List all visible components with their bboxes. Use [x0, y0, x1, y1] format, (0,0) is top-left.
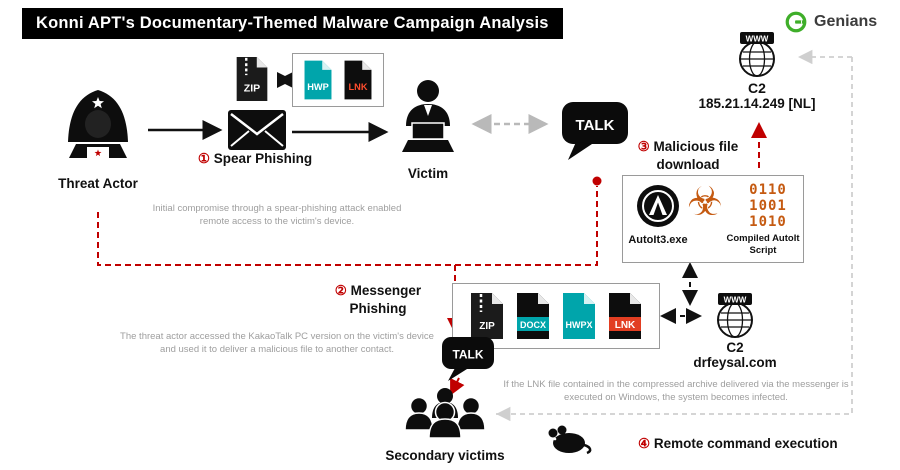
hwpx-file-icon: HWPX	[563, 293, 595, 339]
page-title: Konni APT's Documentary-Themed Malware C…	[22, 8, 563, 39]
step3-text: Malicious file download	[653, 139, 739, 172]
zip-file-label: ZIP	[244, 82, 260, 94]
victim-icon	[396, 78, 460, 169]
step3-label: ③ Malicious file download	[628, 138, 748, 173]
step4-label: ④ Remote command execution	[638, 435, 868, 453]
brand-logo: Genians	[784, 10, 877, 34]
talk-bubble-label: TALK	[576, 117, 615, 134]
envelope-icon	[228, 110, 286, 155]
docx-file-icon: DOCX	[517, 293, 549, 339]
step4-text: Remote command execution	[653, 436, 838, 451]
binary-line: 1001	[749, 198, 787, 215]
lnk-file-label: LNK	[348, 82, 367, 92]
step1-text: Spear Phishing	[213, 151, 313, 166]
victim-label: Victim	[407, 166, 449, 181]
threat-actor-label: Threat Actor	[58, 176, 138, 191]
kakaotalk-bubble-icon: TALK	[560, 100, 630, 167]
talk-bubble-small-label: TALK	[452, 348, 483, 362]
c2-top-globe-icon: WWW	[734, 31, 780, 84]
spear-phishing-caption: Initial compromise through a spear-phish…	[152, 203, 402, 228]
kakaotalk-bubble-small-icon: TALK	[441, 336, 495, 387]
autoit-box: AutoIt3.exe ☣ 0110 1001 1010 Compiled Au…	[622, 175, 804, 263]
lnk-file-icon: LNK	[609, 293, 641, 339]
autoit-exe-label: AutoIt3.exe	[628, 234, 688, 246]
threat-actor-icon	[52, 88, 144, 179]
step1-label: ① Spear Phishing	[180, 150, 330, 168]
hwp-file-label: HWP	[307, 82, 329, 92]
step2-text: Messenger Phishing	[349, 283, 422, 316]
secondary-victims-label: Secondary victims	[385, 448, 505, 463]
step2-label: ② Messenger Phishing	[326, 282, 430, 317]
autoit-logo-icon	[635, 183, 681, 234]
step4-number: ④	[638, 436, 651, 451]
binary-line: 0110	[749, 182, 787, 198]
c2-right-address: drfeysal.com	[693, 355, 777, 370]
step2-number: ②	[334, 283, 347, 298]
c2-top-name: C2	[748, 80, 766, 96]
lnk-file-icon: LNK	[344, 60, 372, 100]
red-node-dot	[592, 176, 602, 186]
payload-files-box: ZIP DOCX HWPX LNK	[452, 283, 660, 349]
c2-right-name: C2	[726, 340, 744, 355]
docx-file-label: DOCX	[520, 320, 546, 330]
binary-code: 0110 1001 1010	[739, 182, 797, 230]
hwp-file-icon: HWP	[304, 60, 332, 100]
brand-name: Genians	[814, 13, 878, 30]
step1-number: ①	[197, 151, 211, 166]
secondary-victims-icon	[403, 384, 487, 451]
genians-logo-icon	[785, 11, 807, 33]
zip-file-icon: ZIP	[230, 56, 274, 107]
c2-right-globe-icon: WWW	[712, 292, 758, 345]
c2-top-address: 185.21.14.249 [NL]	[698, 96, 816, 111]
biohazard-icon: ☣	[687, 180, 723, 224]
c2-top-banner: WWW	[746, 35, 769, 44]
c2-right-banner: WWW	[724, 296, 747, 305]
mouse-icon	[545, 424, 593, 461]
binary-line: 1010	[749, 214, 787, 231]
attachment-box: HWP LNK	[292, 53, 384, 107]
messenger-phishing-caption: The threat actor accessed the KakaoTalk …	[120, 331, 434, 356]
hwpx-file-label: HWPX	[566, 320, 593, 330]
infection-caption: If the LNK file contained in the compres…	[503, 379, 849, 404]
lnk-file-label: LNK	[615, 320, 636, 331]
zip-file-icon: ZIP	[471, 293, 503, 339]
compiled-script-label: Compiled AutoIt Script	[726, 233, 800, 257]
step3-number: ③	[637, 139, 650, 154]
zip-file-label: ZIP	[479, 321, 495, 332]
